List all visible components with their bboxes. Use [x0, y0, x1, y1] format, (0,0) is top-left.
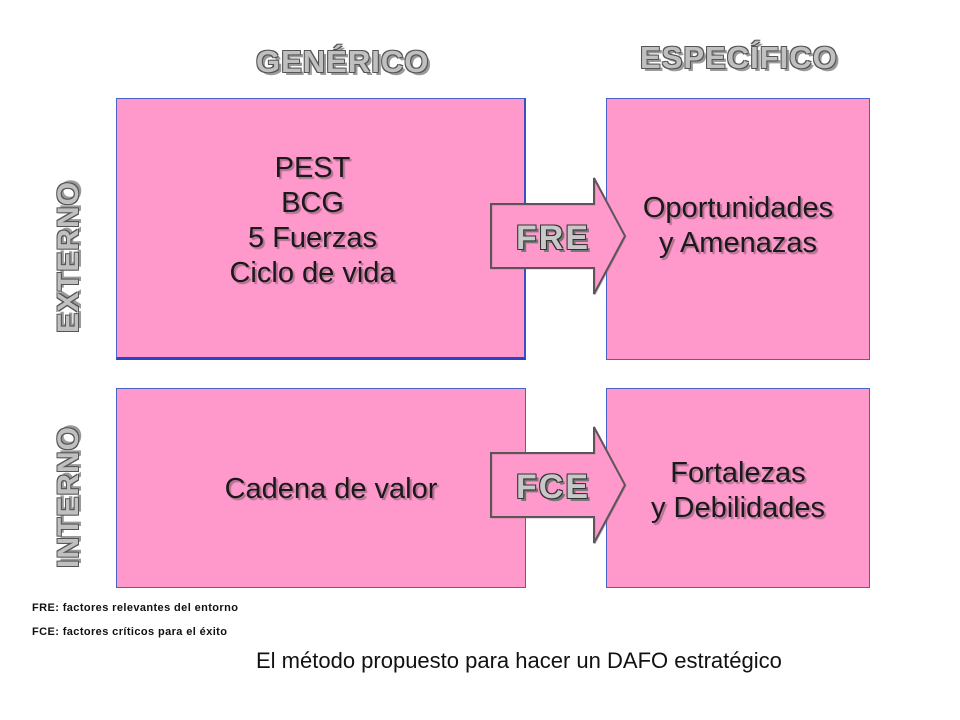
internal-specific-box: Fortalezas y Debilidades: [606, 388, 870, 588]
external-generic-box: PEST BCG 5 Fuerzas Ciclo de vida: [116, 98, 526, 360]
strengths-line: Fortalezas: [670, 457, 806, 489]
row-header-internal: INTERNO: [52, 426, 85, 568]
value-chain: Cadena de valor: [224, 472, 438, 505]
threats-line: y Amenazas: [659, 227, 817, 259]
fce-footnote: FCE: factores críticos para el éxito: [32, 626, 228, 638]
column-header-generic: GENÉRICO: [256, 44, 430, 79]
external-generic-tools: PEST BCG 5 Fuerzas Ciclo de vida: [229, 151, 395, 291]
fre-label: FRE: [516, 219, 590, 257]
strengths-weaknesses: Fortalezas y Debilidades: [651, 456, 825, 526]
fce-label: FCE: [516, 468, 590, 506]
tool-pest: PEST: [274, 152, 351, 184]
tool-five-forces: 5 Fuerzas: [248, 222, 377, 254]
column-header-specific: ESPECÍFICO: [640, 40, 838, 75]
fce-arrow-icon: [490, 426, 627, 545]
fre-footnote: FRE: factores relevantes del entorno: [32, 602, 239, 614]
external-specific-box: Oportunidades y Amenazas: [606, 98, 870, 360]
fre-arrow-icon: [490, 177, 627, 296]
opportunities-line: Oportunidades: [642, 192, 834, 224]
figure-caption: El método propuesto para hacer un DAFO e…: [256, 648, 782, 673]
weaknesses-line: y Debilidades: [650, 492, 826, 524]
opportunities-threats: Oportunidades y Amenazas: [643, 191, 833, 261]
tool-bcg: BCG: [281, 187, 344, 219]
internal-generic-box: Cadena de valor: [116, 388, 526, 588]
row-header-external: EXTERNO: [52, 180, 85, 333]
tool-life-cycle: Ciclo de vida: [229, 257, 396, 289]
